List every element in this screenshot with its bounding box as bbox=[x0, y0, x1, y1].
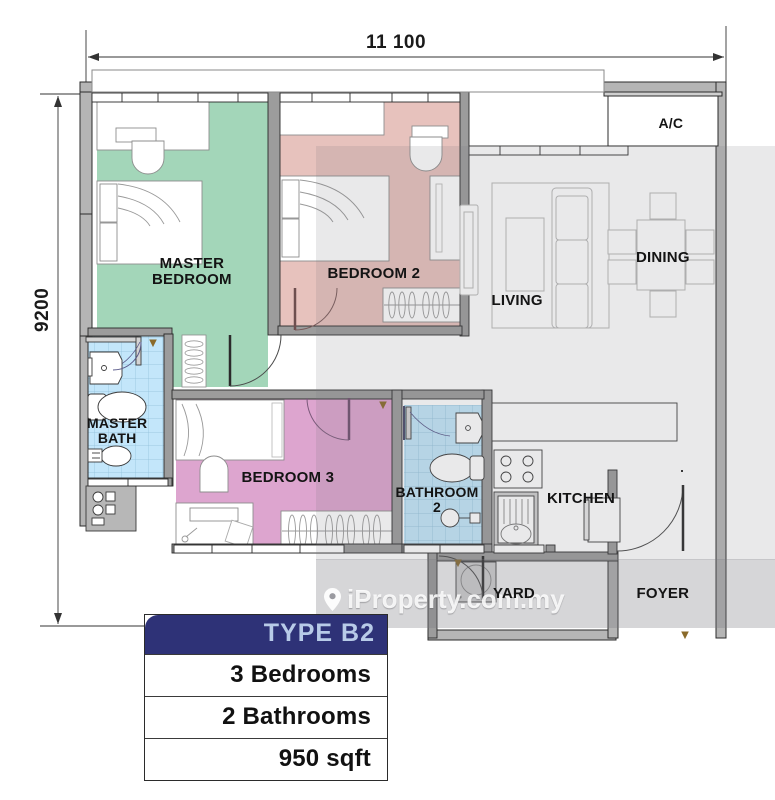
fixtures-kitchen bbox=[491, 402, 678, 548]
info-row-bedrooms: 3 Bedrooms bbox=[145, 654, 387, 696]
windows-bottom bbox=[87, 478, 545, 554]
service-area-lower-left bbox=[85, 485, 137, 532]
dimension-label-width: 11 100 bbox=[366, 32, 427, 53]
doors bbox=[112, 287, 685, 601]
dimension-label-height: 9200 bbox=[32, 287, 53, 332]
fixtures-yard bbox=[455, 561, 497, 603]
dimension-arrowheads bbox=[54, 53, 724, 624]
info-row-bathrooms: 2 Bathrooms bbox=[145, 696, 387, 738]
title-block: TYPE B2 3 Bedrooms 2 Bathrooms 950 sqft bbox=[144, 614, 388, 781]
furniture-living bbox=[459, 182, 610, 329]
furniture-wardrobe-master bbox=[181, 334, 207, 388]
furniture-bedroom-2 bbox=[278, 94, 462, 323]
unit-type-header: TYPE B2 bbox=[145, 615, 387, 654]
outer-ledge-line bbox=[91, 69, 605, 93]
furniture-master-bedroom bbox=[96, 94, 210, 265]
dimension-lines bbox=[40, 26, 727, 627]
info-row-area: 950 sqft bbox=[145, 738, 387, 780]
furniture-dining bbox=[607, 192, 715, 318]
fixtures-bathroom-2 bbox=[405, 406, 485, 528]
fixtures-master-bath bbox=[85, 336, 147, 467]
level-markers bbox=[149, 339, 689, 640]
ac-ledge-outline-2 bbox=[607, 95, 719, 147]
